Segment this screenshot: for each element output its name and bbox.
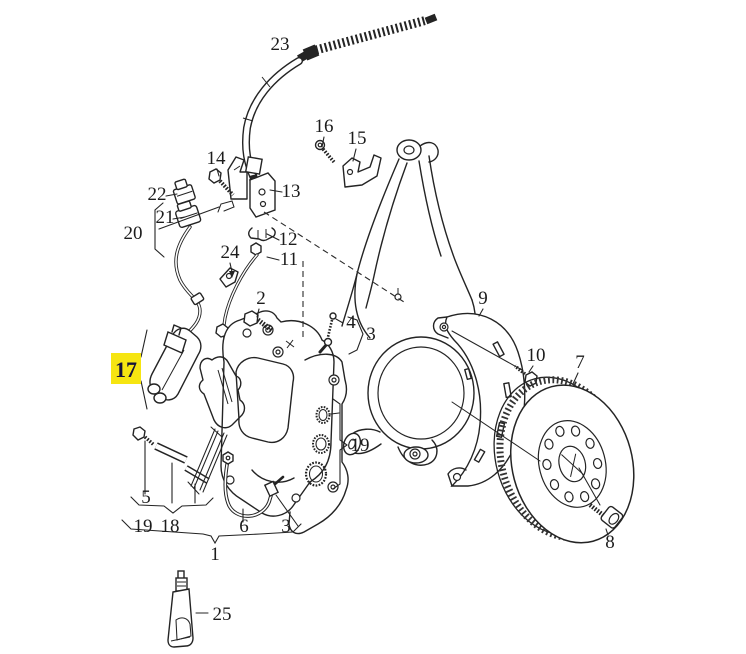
callout-14[interactable]: 14	[207, 148, 227, 169]
bolt-art-4	[326, 312, 337, 338]
pad-spring-art	[187, 426, 228, 495]
callout-2[interactable]: 2	[256, 288, 266, 309]
bolt-art-8	[588, 503, 624, 529]
callout-13[interactable]: 13	[282, 181, 301, 202]
hose-bracket-art	[227, 156, 276, 218]
guide-pin-art	[132, 426, 210, 484]
callout-25[interactable]: 25	[213, 604, 232, 625]
callout-7[interactable]: 7	[575, 352, 585, 373]
callout-5[interactable]: 5	[141, 487, 151, 508]
bolt-art-2	[243, 310, 275, 334]
callout-23[interactable]: 23	[271, 34, 290, 55]
brake-pipe-art-11	[215, 242, 262, 347]
abs-sensor-art	[172, 178, 205, 340]
callout-19-rings[interactable]: 19	[351, 435, 370, 456]
callout-3-lower[interactable]: 3	[281, 516, 291, 537]
callout-21[interactable]: 21	[156, 207, 175, 228]
callout-12[interactable]: 12	[279, 229, 298, 250]
bracket-art-15	[342, 154, 382, 188]
callout-17[interactable]: 17	[115, 357, 137, 382]
callout-22[interactable]: 22	[148, 184, 167, 205]
callout-leaders	[121, 136, 609, 614]
assembly-axis-line	[263, 211, 405, 303]
hub-axis-line	[451, 401, 541, 462]
callout-4[interactable]: 4	[346, 312, 356, 333]
shield-bolt-line	[451, 330, 523, 371]
callout-8[interactable]: 8	[605, 532, 615, 553]
bolt-art-16	[314, 139, 336, 164]
harness-bracket-art	[217, 200, 235, 213]
callout-1[interactable]: 1	[210, 544, 220, 565]
callout-16[interactable]: 16	[315, 116, 334, 137]
callout-11[interactable]: 11	[280, 249, 298, 270]
hub-bolt-line	[578, 467, 601, 506]
callout-18[interactable]: 18	[161, 516, 180, 537]
callout-9[interactable]: 9	[478, 288, 488, 309]
brake-pipe-art-6	[222, 451, 299, 527]
callout-20[interactable]: 20	[124, 223, 143, 244]
grease-tube-art	[167, 570, 194, 648]
caliper-housing-art	[220, 310, 335, 517]
seal-rings-art	[304, 406, 331, 487]
callout-10[interactable]: 10	[527, 345, 546, 366]
callout-19-lower[interactable]: 19	[134, 516, 153, 537]
callout-24[interactable]: 24	[221, 242, 241, 263]
splash-shield-art	[432, 312, 526, 487]
brake-pads-art	[147, 324, 246, 429]
clip-art-12	[248, 227, 276, 242]
highlight-box-17[interactable]	[111, 353, 141, 384]
clip-art-24	[219, 267, 239, 288]
steering-knuckle-art	[341, 139, 477, 466]
callout-6[interactable]: 6	[239, 516, 249, 537]
callout-3-upper[interactable]: 3	[366, 324, 376, 345]
callout-15[interactable]: 15	[348, 128, 367, 149]
